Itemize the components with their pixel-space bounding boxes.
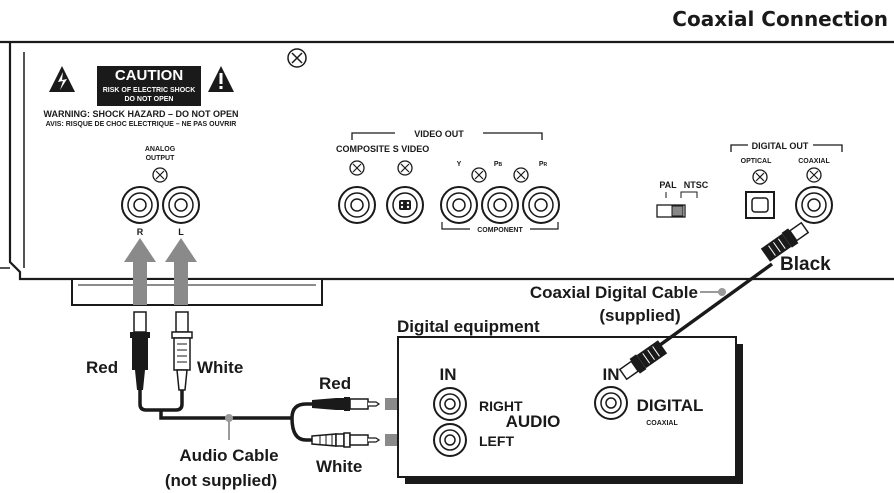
page-title: Coaxial Connection	[672, 7, 888, 31]
analog-left-label: L	[178, 227, 184, 237]
component-y-jack[interactable]	[440, 186, 478, 224]
analog-right-label: R	[137, 227, 144, 237]
rca-plug-white-horizontal	[311, 432, 381, 448]
component-pb-jack[interactable]	[481, 186, 519, 224]
warning-french: AVIS: RISQUE DE CHOC ELECTRIQUE – NE PAS…	[46, 121, 237, 128]
analog-jack-right[interactable]	[121, 186, 159, 224]
screw-icon	[752, 169, 768, 185]
digital-coaxial-label: COAXIAL	[646, 420, 678, 427]
component-pb-label: PB	[494, 161, 503, 168]
video-out-label: VIDEO OUT	[414, 129, 464, 139]
coax-cable-callout	[700, 288, 726, 296]
up-arrow-icon	[124, 238, 156, 305]
red-horizontal-label: Red	[319, 374, 351, 393]
component-y-label: Y	[457, 161, 462, 168]
composite-label: COMPOSITE	[336, 144, 390, 154]
analog-jack-left[interactable]	[162, 186, 200, 224]
svideo-jack[interactable]	[386, 186, 424, 224]
ntsc-label: NTSC	[684, 180, 709, 190]
audio-cable-note: (not supplied)	[165, 471, 277, 490]
audio-label: AUDIO	[506, 412, 561, 431]
screw-icon	[152, 167, 168, 183]
rca-plug-red	[130, 311, 150, 390]
audio-right-label: RIGHT	[479, 398, 523, 414]
caution-label: CAUTION RISK OF ELECTRIC SHOCK DO NOT OP…	[43, 66, 239, 128]
audio-left-label: LEFT	[479, 433, 514, 449]
switch-knob	[671, 205, 684, 217]
screw-icon	[287, 48, 307, 68]
coax-cable-note: (supplied)	[599, 306, 680, 325]
coaxial-digital-cable	[618, 221, 810, 381]
composite-jack[interactable]	[338, 186, 376, 224]
coaxial-out-jack[interactable]	[795, 186, 833, 224]
rca-plug-red-horizontal	[312, 397, 381, 411]
white-plug-label: White	[197, 358, 243, 377]
coax-cable-label: Coaxial Digital Cable	[530, 283, 698, 302]
component-label: COMPONENT	[477, 227, 523, 234]
digital-in-label: IN	[603, 365, 620, 384]
audio-cable	[138, 390, 312, 442]
black-plug-label: Black	[780, 254, 831, 275]
screw-icon	[397, 160, 413, 176]
caution-heading: CAUTION	[115, 67, 183, 84]
rca-plug-white	[171, 311, 193, 391]
warning-english: WARNING: SHOCK HAZARD – DO NOT OPEN	[43, 109, 238, 119]
caution-line1: RISK OF ELECTRIC SHOCK	[103, 87, 196, 94]
screw-icon	[349, 160, 365, 176]
analog-output-label-1: ANALOG	[145, 146, 176, 153]
audio-cable-callout	[225, 414, 233, 440]
digital-out-label: DIGITAL OUT	[752, 141, 809, 151]
screw-icon	[513, 167, 529, 183]
optical-label: OPTICAL	[741, 158, 772, 165]
white-horizontal-label: White	[316, 457, 362, 476]
screw-icon	[471, 167, 487, 183]
component-pr-jack[interactable]	[522, 186, 560, 224]
digital-label: DIGITAL	[637, 396, 704, 415]
video-out-section: VIDEO OUT COMPOSITE S VIDEO Y PB PR	[336, 129, 560, 234]
coaxial-label: COAXIAL	[798, 158, 830, 165]
audio-in-label: IN	[440, 365, 457, 384]
analog-output-section: ANALOG OUTPUT R L	[121, 146, 200, 237]
digital-out-section: DIGITAL OUT OPTICAL COAXIAL	[730, 141, 843, 224]
red-plug-label: Red	[86, 358, 118, 377]
analog-output-label-2: OUTPUT	[146, 155, 176, 162]
audio-in-left-jack[interactable]	[433, 423, 467, 457]
caution-line2: DO NOT OPEN	[124, 96, 173, 103]
audio-cable-label: Audio Cable	[179, 446, 278, 465]
up-arrow-icon	[165, 238, 197, 305]
screw-icon	[806, 167, 822, 183]
pal-label: PAL	[659, 180, 677, 190]
svideo-label: S VIDEO	[393, 144, 430, 154]
digital-coaxial-in-jack[interactable]	[594, 386, 628, 420]
player-back-panel	[0, 40, 894, 306]
pal-ntsc-switch[interactable]: PAL NTSC	[656, 180, 709, 218]
digital-equipment-title: Digital equipment	[397, 317, 540, 336]
audio-in-right-jack[interactable]	[433, 387, 467, 421]
optical-jack[interactable]	[745, 191, 775, 219]
component-pr-label: PR	[539, 161, 548, 168]
